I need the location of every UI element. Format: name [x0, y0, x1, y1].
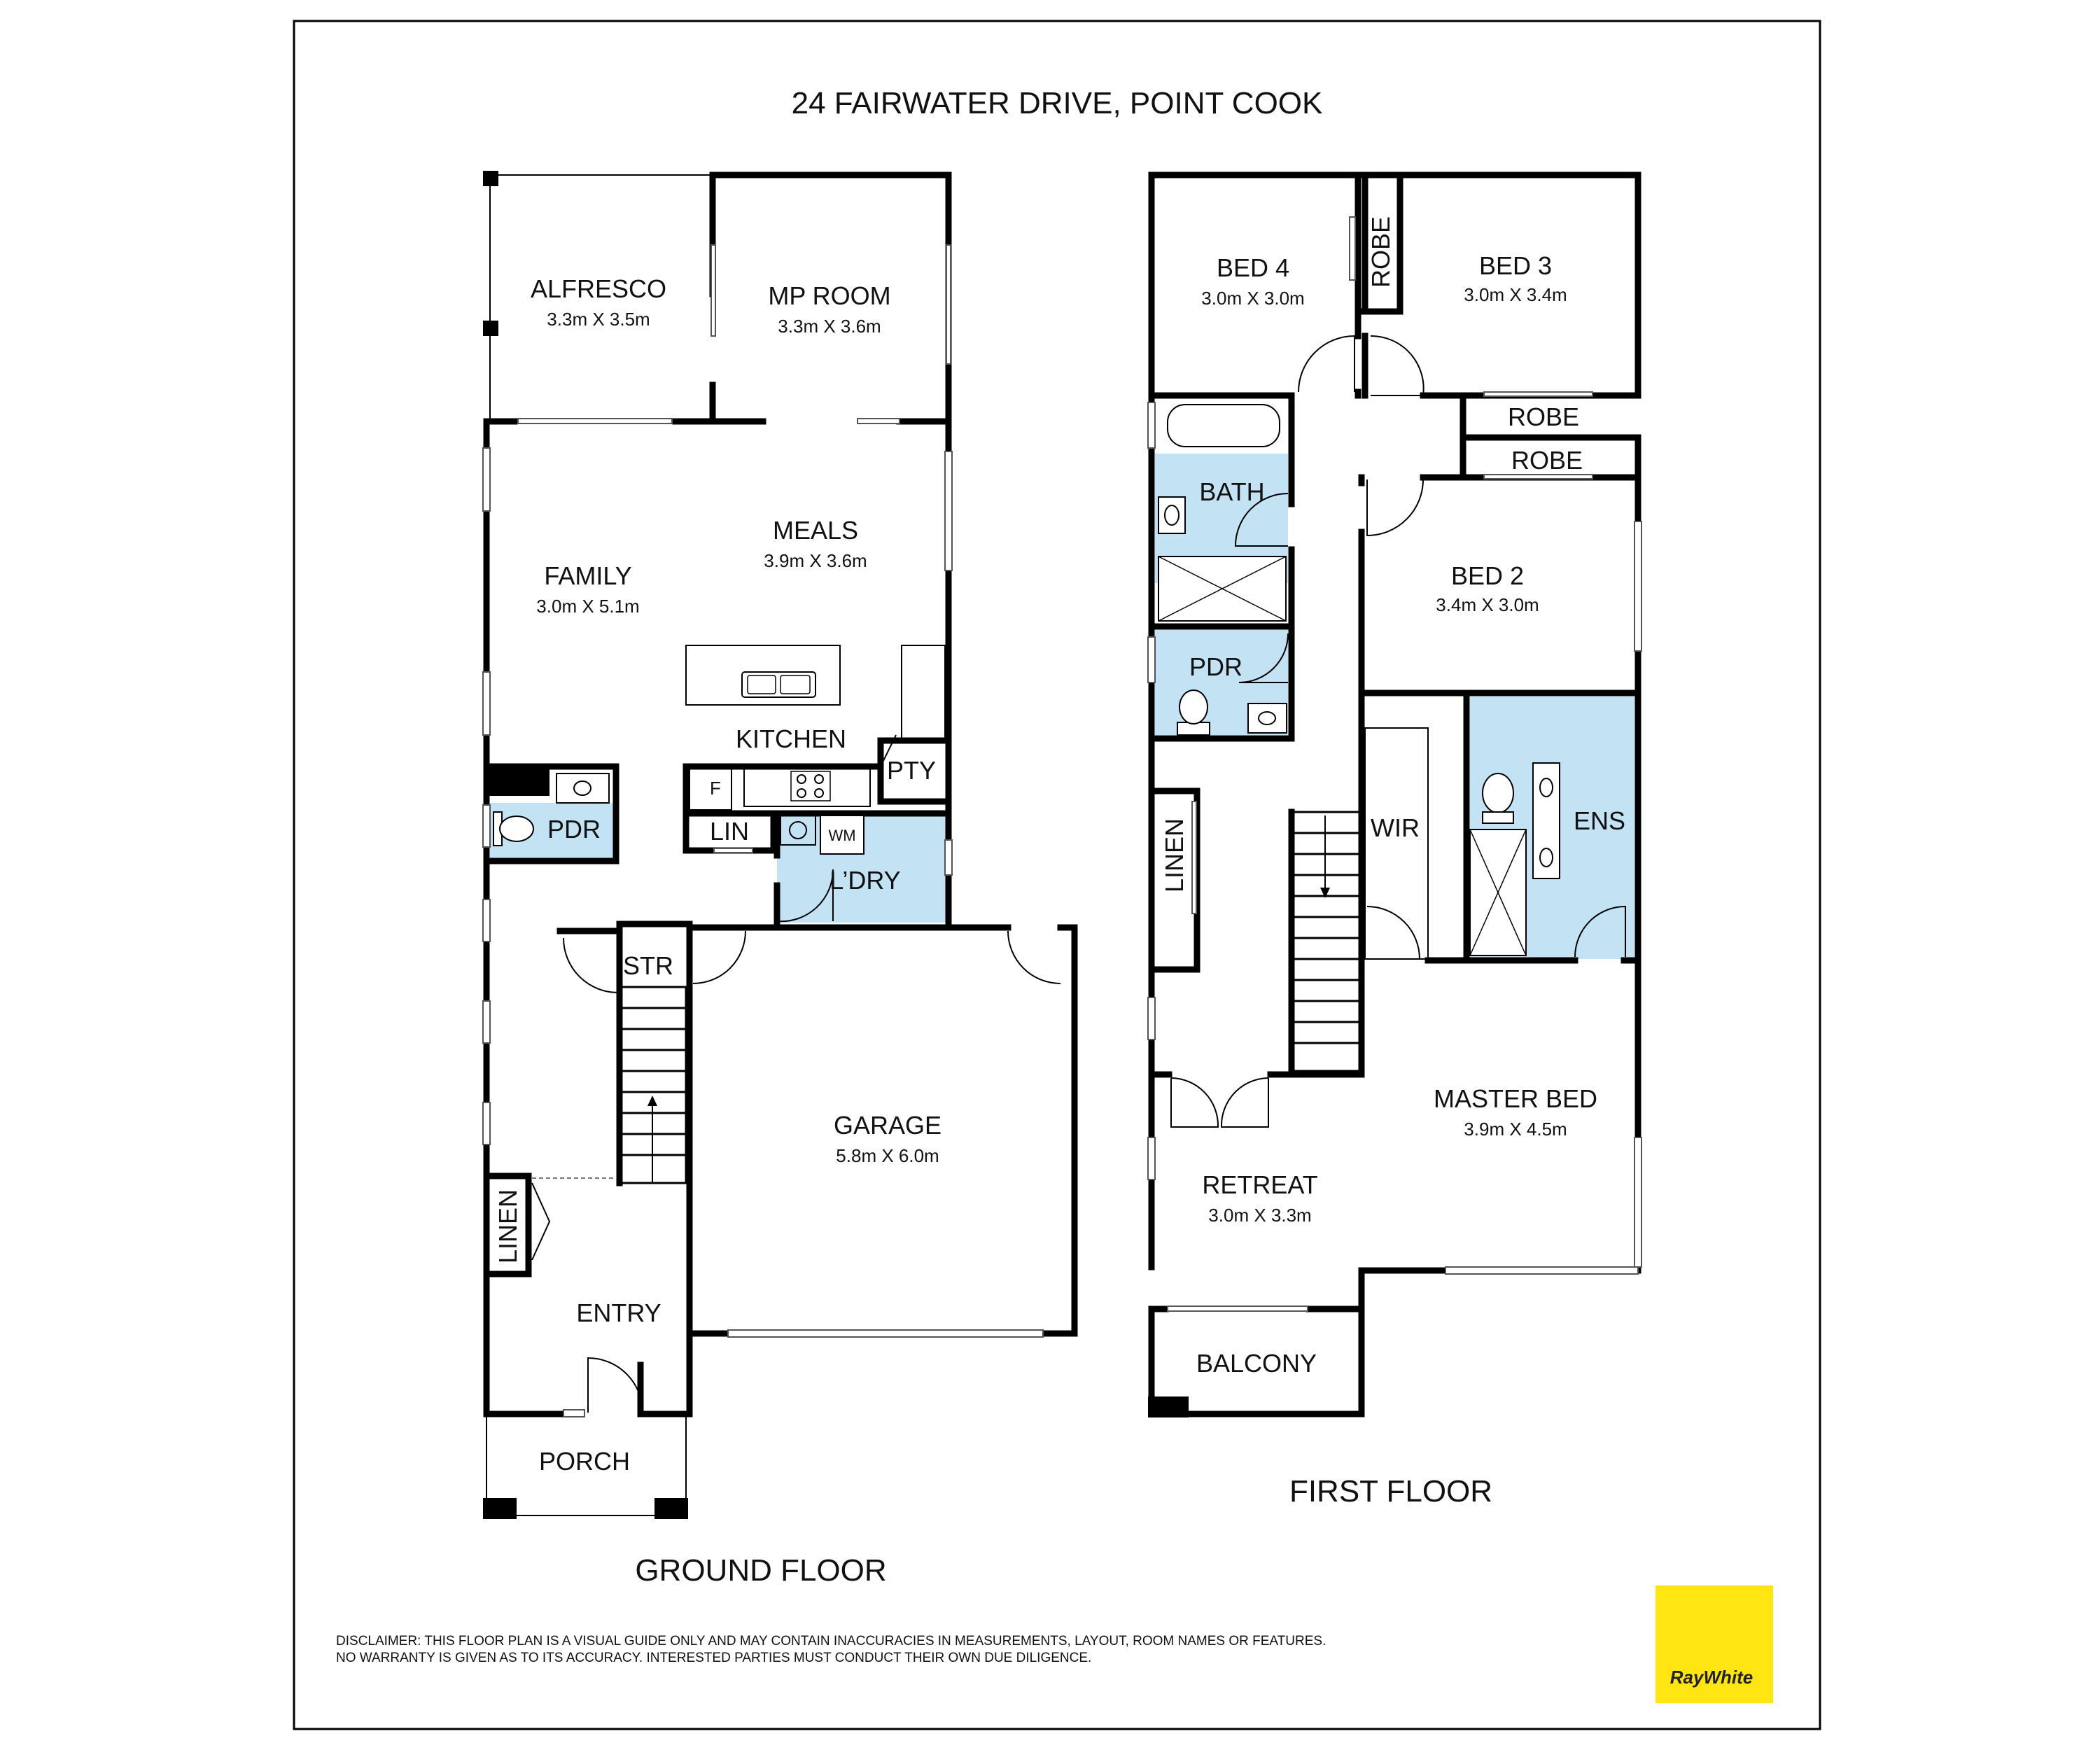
- ground-family-size: 3.0m X 5.1m: [536, 596, 639, 617]
- logo-text: RayWhite: [1670, 1667, 1753, 1688]
- ground-linen-name: LINEN: [493, 1189, 522, 1264]
- first-robe2-name: ROBE: [1511, 446, 1583, 475]
- first-floor-label: FIRST FLOOR: [1289, 1474, 1492, 1508]
- disclaimer-line-2: NO WARRANTY IS GIVEN AS TO ITS ACCURACY.…: [336, 1651, 1091, 1665]
- first-bed4-size: 3.0m X 3.0m: [1201, 288, 1304, 309]
- disclaimer-line-1: DISCLAIMER: THIS FLOOR PLAN IS A VISUAL …: [336, 1634, 1326, 1648]
- raywhite-logo: RayWhite: [1656, 1586, 1773, 1703]
- first-floor: [1147, 172, 1642, 1418]
- first-ens-name: ENS: [1574, 806, 1625, 835]
- ground-family-name: FAMILY: [544, 561, 631, 590]
- first-robe1-name: ROBE: [1508, 402, 1579, 431]
- first-stairs: [1292, 811, 1362, 1072]
- ground-str-name: STR: [623, 951, 673, 980]
- ground-floor: [482, 171, 1078, 1519]
- ground-porch-name: PORCH: [539, 1447, 630, 1476]
- first-master-size: 3.9m X 4.5m: [1464, 1119, 1567, 1140]
- ground-wm-name: WM: [828, 827, 855, 844]
- ground-alfresco-size: 3.3m X 3.5m: [547, 309, 650, 330]
- ground-meals-size: 3.9m X 3.6m: [764, 550, 867, 571]
- first-linen-name: LINEN: [1160, 818, 1189, 892]
- ground-alfresco-name: ALFRESCO: [531, 274, 666, 303]
- plan-title: 24 FAIRWATER DRIVE, POINT COOK: [792, 86, 1323, 120]
- ground-garage-name: GARAGE: [834, 1111, 941, 1140]
- ground-entry-name: ENTRY: [576, 1298, 661, 1327]
- first-bed2-size: 3.4m X 3.0m: [1436, 594, 1539, 615]
- first-bed4-name: BED 4: [1217, 253, 1289, 282]
- ground-pdr-name: PDR: [547, 815, 601, 844]
- first-balcony-name: BALCONY: [1196, 1349, 1317, 1378]
- first-bath-name: BATH: [1199, 477, 1264, 506]
- page-frame: [293, 20, 1821, 1730]
- first-retreat-name: RETREAT: [1202, 1170, 1317, 1199]
- ground-laundry-name: L’DRY: [830, 866, 900, 895]
- ground-mproom-size: 3.3m X 3.6m: [778, 316, 881, 337]
- ground-lin-name: LIN: [710, 817, 749, 846]
- first-pdr-name: PDR: [1189, 652, 1242, 681]
- ground-meals-name: MEALS: [773, 516, 858, 545]
- ground-fridge-name: F: [710, 778, 721, 799]
- ground-stairs: [618, 986, 687, 1184]
- first-wir-name: WIR: [1371, 813, 1420, 842]
- ground-pty-name: PTY: [887, 756, 936, 785]
- first-bed2-name: BED 2: [1451, 561, 1524, 590]
- ground-mproom-name: MP ROOM: [768, 281, 890, 310]
- ground-floor-label: GROUND FLOOR: [635, 1553, 886, 1588]
- first-master-name: MASTER BED: [1434, 1084, 1597, 1113]
- first-retreat-size: 3.0m X 3.3m: [1208, 1205, 1311, 1226]
- ground-kitchen-name: KITCHEN: [736, 724, 846, 753]
- ground-garage-size: 5.8m X 6.0m: [836, 1145, 939, 1166]
- first-robe-vertical: ROBE: [1366, 216, 1395, 288]
- first-bed3-name: BED 3: [1479, 251, 1552, 280]
- first-bed3-size: 3.0m X 3.4m: [1464, 284, 1567, 305]
